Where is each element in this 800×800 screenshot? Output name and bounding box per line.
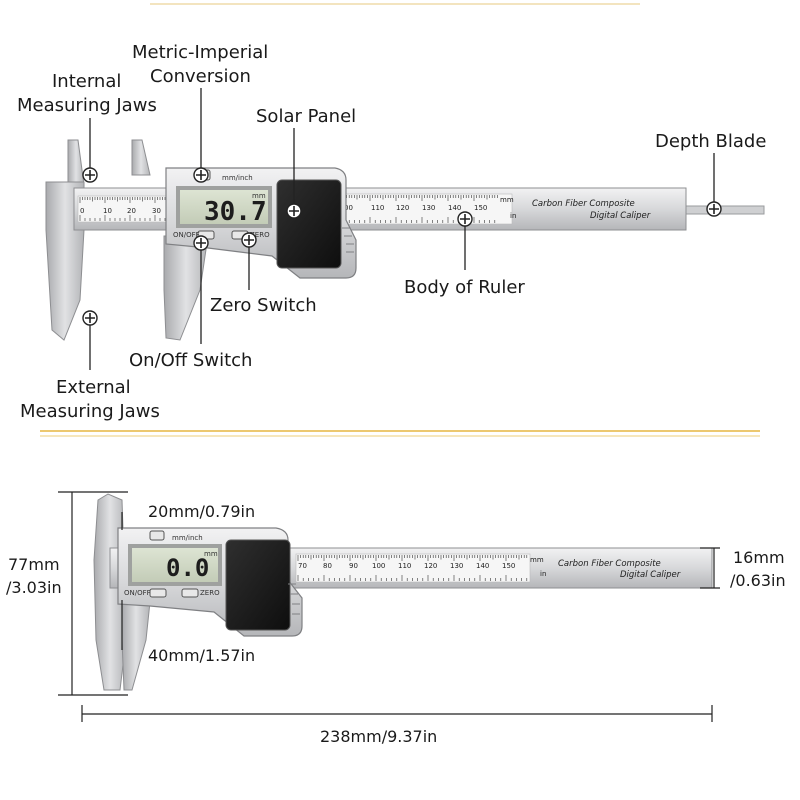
- unit-in: in: [540, 570, 546, 578]
- dim-body-width-in: /0.63in: [730, 571, 786, 590]
- scale-ticks: [297, 555, 528, 581]
- scale-label: 80: [323, 562, 332, 570]
- scale-label: 120: [424, 562, 437, 570]
- zero-button[interactable]: [181, 588, 199, 598]
- on-off-label: ON/OFF: [124, 589, 151, 597]
- solar-panel: [225, 539, 291, 631]
- brand-line-2: Digital Caliper: [590, 211, 651, 221]
- lcd-reading: 30.7: [204, 197, 267, 227]
- callouts: [82, 88, 722, 370]
- on-off-button[interactable]: [149, 588, 167, 598]
- scale-label: 100: [372, 562, 385, 570]
- dim-body-width-mm: 16mm: [733, 548, 785, 567]
- label-external-jaws-2: Measuring Jaws: [20, 401, 160, 422]
- dim-jaw-length: 40mm/1.57in: [148, 646, 255, 665]
- scale-label: 140: [476, 562, 489, 570]
- brand-line-1: Carbon Fiber Composite: [558, 559, 661, 569]
- slider-internal-jaw: [131, 139, 151, 176]
- label-metric-imperial-1: Metric-Imperial: [132, 42, 268, 63]
- label-internal-jaws-2: Measuring Jaws: [17, 95, 157, 116]
- label-depth-blade: Depth Blade: [655, 131, 766, 152]
- lcd-unit-mm: mm: [204, 550, 218, 558]
- marker-solar-panel: [286, 203, 302, 219]
- scale-label: 20: [127, 207, 136, 215]
- lcd-reading: 0.0: [166, 554, 209, 582]
- marker-zero: [241, 232, 257, 248]
- left-scale-ticks: [79, 197, 166, 221]
- scale-label: 70: [298, 562, 307, 570]
- scale-label: 150: [474, 204, 487, 212]
- zero-label: ZERO: [250, 231, 270, 239]
- dim-height-in: /3.03in: [6, 578, 62, 597]
- unit-mm: mm: [530, 556, 544, 564]
- marker-external-jaws: [82, 310, 98, 326]
- scale-label: 10: [103, 207, 112, 215]
- scale-label: 150: [502, 562, 515, 570]
- unit-mm: mm: [500, 196, 514, 204]
- mm-inch-label: mm/inch: [222, 174, 253, 182]
- label-external-jaws-1: External: [56, 377, 131, 398]
- label-internal-jaws-1: Internal: [52, 71, 121, 92]
- scale-label: 30: [152, 207, 161, 215]
- lcd-screen: [132, 548, 218, 582]
- dim-height-mm: 77mm: [8, 555, 60, 574]
- zero-label: ZERO: [200, 589, 220, 597]
- marker-body-of-ruler: [457, 211, 473, 227]
- scale-label: 130: [422, 204, 435, 212]
- scale-label: 120: [396, 204, 409, 212]
- marker-metric-imperial: [193, 167, 209, 183]
- marker-depth-blade: [706, 201, 722, 217]
- mm-inch-button[interactable]: [149, 530, 165, 541]
- marker-on-off: [193, 235, 209, 251]
- scale-label: 130: [450, 562, 463, 570]
- dimension-lines: [58, 491, 720, 722]
- scale-label: 0: [80, 207, 84, 215]
- fixed-internal-jaw: [67, 139, 85, 186]
- left-scale: [77, 195, 169, 223]
- scale-label: 110: [398, 562, 411, 570]
- on-off-label: ON/OFF: [173, 231, 200, 239]
- right-scale: [341, 193, 513, 225]
- top-caliper: 10 20 30 0 00 110 120 130 140 150 mm in …: [45, 139, 765, 341]
- brand-line-1: Carbon Fiber Composite: [532, 199, 635, 209]
- label-body-of-ruler: Body of Ruler: [404, 277, 525, 298]
- label-zero-switch: Zero Switch: [210, 295, 317, 316]
- scale-label: 140: [448, 204, 461, 212]
- scale-label: 00: [344, 204, 353, 212]
- scale-strip: [295, 553, 531, 583]
- label-on-off-switch: On/Off Switch: [129, 350, 252, 371]
- scale-label: 110: [371, 204, 384, 212]
- slider-jaw: [121, 601, 151, 691]
- label-solar-panel: Solar Panel: [256, 106, 356, 127]
- solar-panel: [276, 179, 342, 269]
- lcd-unit-mm: mm: [252, 192, 266, 200]
- lcd-screen: [180, 190, 268, 224]
- dim-total-length: 238mm/9.37in: [320, 727, 437, 746]
- mm-inch-label: mm/inch: [172, 534, 203, 542]
- dim-jaw-depth: 20mm/0.79in: [148, 502, 255, 521]
- brand-line-2: Digital Caliper: [620, 570, 681, 580]
- depth-blade: [683, 205, 765, 215]
- marker-internal-jaws: [82, 167, 98, 183]
- unit-in: in: [510, 212, 516, 220]
- scale-label: 90: [349, 562, 358, 570]
- label-metric-imperial-2: Conversion: [150, 66, 251, 87]
- bottom-caliper: 70 80 90 100 110 120 130 140 150 mm in C…: [93, 493, 713, 691]
